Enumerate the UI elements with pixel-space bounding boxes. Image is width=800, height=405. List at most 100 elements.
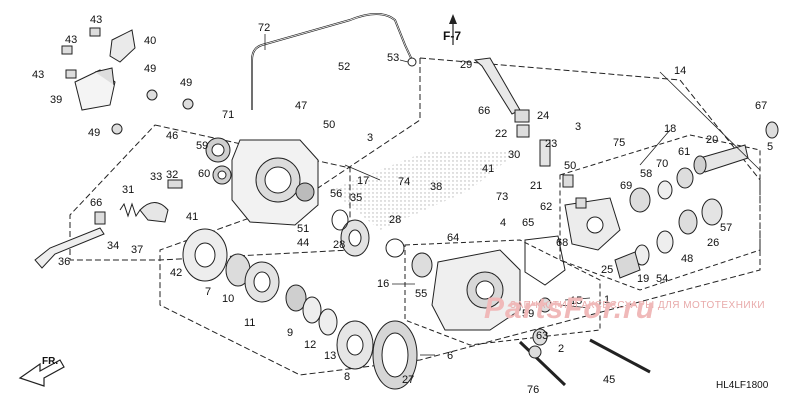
callout-c71[interactable]: 71 bbox=[222, 109, 234, 121]
callout-c20[interactable]: 20 bbox=[706, 134, 718, 146]
callout-c46[interactable]: 46 bbox=[166, 130, 178, 142]
callout-c43c[interactable]: 43 bbox=[32, 69, 44, 81]
callout-c28b[interactable]: 28 bbox=[389, 214, 401, 226]
callout-c62[interactable]: 62 bbox=[540, 201, 552, 213]
callout-c66b[interactable]: 66 bbox=[478, 105, 490, 117]
callout-c34[interactable]: 34 bbox=[107, 240, 119, 252]
callout-c44[interactable]: 44 bbox=[297, 237, 309, 249]
callout-c30[interactable]: 30 bbox=[508, 149, 520, 161]
callout-c10[interactable]: 10 bbox=[222, 293, 234, 305]
callout-c9[interactable]: 9 bbox=[287, 327, 293, 339]
callout-c21[interactable]: 21 bbox=[530, 180, 542, 192]
front-housing[interactable] bbox=[205, 137, 319, 226]
shift-fork-37[interactable] bbox=[139, 202, 169, 223]
callout-c41a[interactable]: 41 bbox=[186, 211, 198, 223]
callout-c52[interactable]: 52 bbox=[338, 61, 350, 73]
callout-c51[interactable]: 51 bbox=[297, 223, 309, 235]
callout-c33[interactable]: 33 bbox=[150, 171, 162, 183]
callout-c64[interactable]: 64 bbox=[447, 232, 459, 244]
differential-case-8[interactable] bbox=[336, 320, 374, 370]
callout-c6[interactable]: 6 bbox=[447, 350, 453, 362]
callout-c37[interactable]: 37 bbox=[131, 244, 143, 256]
pinion-shaft-20[interactable] bbox=[693, 144, 749, 175]
callout-c3a[interactable]: 3 bbox=[367, 132, 373, 144]
callout-c74[interactable]: 74 bbox=[398, 176, 410, 188]
callout-c3b[interactable]: 3 bbox=[575, 121, 581, 133]
callout-c57[interactable]: 57 bbox=[720, 222, 732, 234]
callout-c5[interactable]: 5 bbox=[767, 141, 773, 153]
callout-c47[interactable]: 47 bbox=[295, 100, 307, 112]
cam-gear-28[interactable] bbox=[340, 219, 370, 257]
callout-c14[interactable]: 14 bbox=[674, 65, 686, 77]
callout-c42[interactable]: 42 bbox=[170, 267, 182, 279]
callout-c48[interactable]: 48 bbox=[681, 253, 693, 265]
pinion-housing-19[interactable] bbox=[564, 197, 621, 251]
callout-c59a[interactable]: 59 bbox=[196, 140, 208, 152]
shift-rod-36[interactable] bbox=[34, 227, 105, 269]
callout-c49a[interactable]: 49 bbox=[144, 63, 156, 75]
callout-c50a[interactable]: 50 bbox=[323, 119, 335, 131]
callout-c15[interactable]: 15 bbox=[570, 295, 582, 307]
callout-c49b[interactable]: 49 bbox=[180, 77, 192, 89]
callout-c75[interactable]: 75 bbox=[613, 137, 625, 149]
callout-c43b[interactable]: 43 bbox=[65, 34, 77, 46]
callout-c40[interactable]: 40 bbox=[144, 35, 156, 47]
callout-c69[interactable]: 69 bbox=[620, 180, 632, 192]
callout-c43a[interactable]: 43 bbox=[90, 14, 102, 26]
callout-c41b[interactable]: 41 bbox=[482, 163, 494, 175]
callout-c59b[interactable]: 59 bbox=[522, 308, 534, 320]
callout-c60[interactable]: 60 bbox=[198, 168, 210, 180]
callout-c32[interactable]: 32 bbox=[166, 169, 178, 181]
callout-c65[interactable]: 65 bbox=[522, 217, 534, 229]
callout-c4[interactable]: 4 bbox=[500, 217, 506, 229]
callout-c28a[interactable]: 28 bbox=[333, 239, 345, 251]
callout-c17[interactable]: 17 bbox=[357, 175, 369, 187]
gear-case-housing[interactable] bbox=[431, 249, 521, 331]
callout-c2[interactable]: 2 bbox=[558, 343, 564, 355]
callout-c70[interactable]: 70 bbox=[656, 158, 668, 170]
callout-c50b[interactable]: 50 bbox=[564, 160, 576, 172]
callout-c16[interactable]: 16 bbox=[377, 278, 389, 290]
skid-plate-bracket[interactable] bbox=[74, 67, 116, 111]
callout-c7[interactable]: 7 bbox=[205, 286, 211, 298]
callout-c35[interactable]: 35 bbox=[350, 192, 362, 204]
callout-c63[interactable]: 63 bbox=[536, 330, 548, 342]
callout-c45[interactable]: 45 bbox=[603, 374, 615, 386]
callout-c54[interactable]: 54 bbox=[656, 273, 668, 285]
ring-gear-27[interactable] bbox=[372, 320, 418, 390]
callout-c27[interactable]: 27 bbox=[402, 374, 414, 386]
callout-c13[interactable]: 13 bbox=[324, 350, 336, 362]
callout-c39[interactable]: 39 bbox=[50, 94, 62, 106]
callout-c58[interactable]: 58 bbox=[640, 168, 652, 180]
callout-c26[interactable]: 26 bbox=[707, 237, 719, 249]
callout-c22[interactable]: 22 bbox=[495, 128, 507, 140]
callout-c38[interactable]: 38 bbox=[430, 181, 442, 193]
callout-c72[interactable]: 72 bbox=[258, 22, 270, 34]
callout-c11[interactable]: 11 bbox=[244, 317, 255, 329]
callout-c36[interactable]: 36 bbox=[58, 256, 70, 268]
cam-11[interactable] bbox=[244, 261, 280, 303]
callout-c49c[interactable]: 49 bbox=[88, 127, 100, 139]
callout-c56[interactable]: 56 bbox=[330, 188, 342, 200]
callout-c23[interactable]: 23 bbox=[545, 138, 557, 150]
callout-c18[interactable]: 18 bbox=[664, 123, 676, 135]
callout-c76[interactable]: 76 bbox=[527, 384, 539, 396]
pinion-gear-25[interactable] bbox=[614, 251, 641, 279]
mount-bracket-40[interactable] bbox=[109, 29, 136, 63]
callout-c55[interactable]: 55 bbox=[415, 288, 427, 300]
callout-c8[interactable]: 8 bbox=[344, 371, 350, 383]
callout-c19[interactable]: 19 bbox=[637, 273, 649, 285]
callout-c24[interactable]: 24 bbox=[537, 110, 549, 122]
callout-c1[interactable]: 1 bbox=[604, 294, 610, 306]
callout-c12[interactable]: 12 bbox=[304, 339, 316, 351]
callout-c31[interactable]: 31 bbox=[122, 184, 134, 196]
callout-c61[interactable]: 61 bbox=[678, 146, 690, 158]
bearing-holder-7[interactable] bbox=[182, 228, 228, 282]
callout-c25[interactable]: 25 bbox=[601, 264, 613, 276]
callout-c73[interactable]: 73 bbox=[496, 191, 508, 203]
callout-c68[interactable]: 68 bbox=[556, 237, 568, 249]
callout-c29[interactable]: 29 bbox=[460, 59, 472, 71]
callout-c66a[interactable]: 66 bbox=[90, 197, 102, 209]
callout-c67[interactable]: 67 bbox=[755, 100, 767, 112]
callout-c53[interactable]: 53 bbox=[387, 52, 399, 64]
